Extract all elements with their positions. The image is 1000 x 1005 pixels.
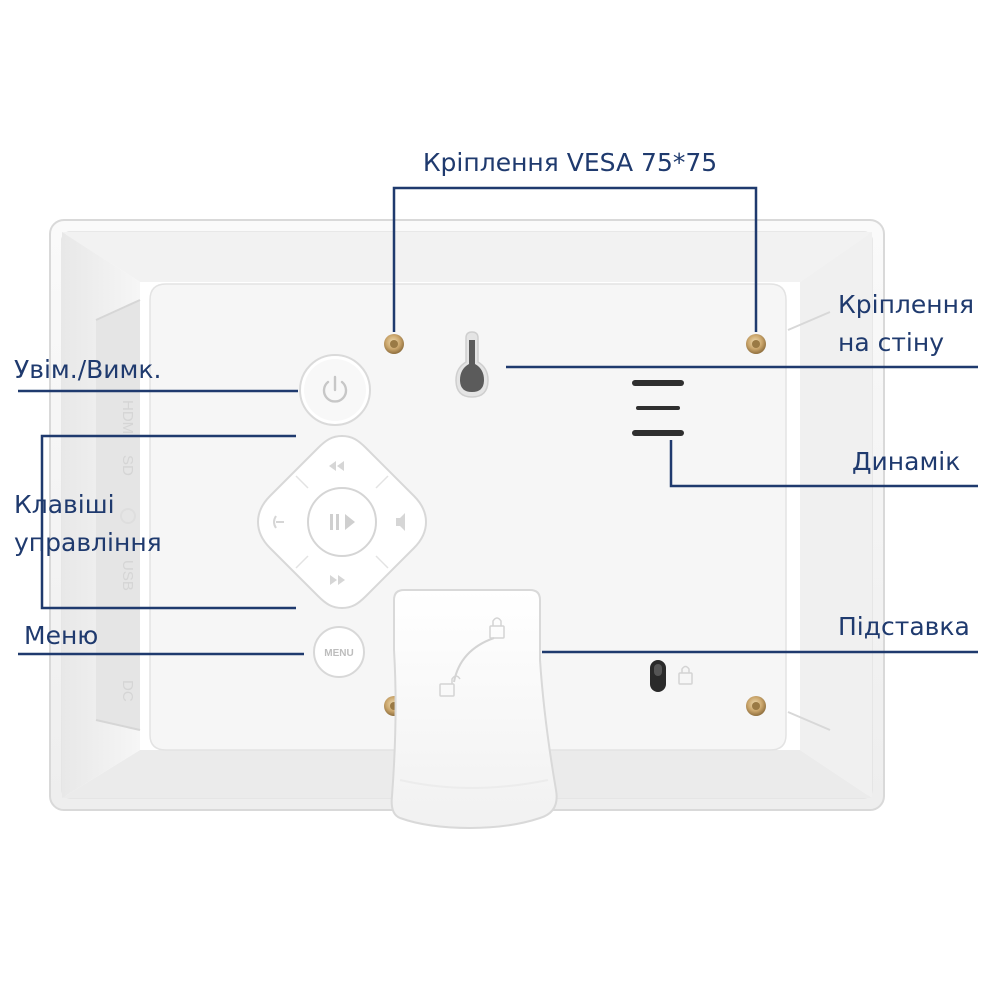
port-sd-slot [120,508,136,524]
side-port-labels: HDMI SD USB DC [119,400,136,702]
label-wall-mount-line2: на стіну [838,328,945,357]
previous-button[interactable] [329,461,344,471]
next-button[interactable] [330,575,345,585]
stand-lock-icon [489,617,505,639]
label-stand: Підставка [838,612,970,641]
callout-lines [18,186,978,656]
lock-icon [678,665,693,685]
menu-button-text: MENU [324,648,353,659]
wall-hanger-slot-icon [455,331,489,398]
port-label-dc: DC [119,680,136,702]
port-label-sd: SD [119,455,136,476]
label-menu: Меню [24,621,99,650]
callout-line-vesa [392,186,758,332]
vesa-screw-top-left [384,334,404,354]
label-vesa-mount: Кріплення VESA 75*75 [422,148,718,177]
menu-button[interactable]: MENU [313,626,365,678]
port-label-hdmi: HDMI [119,400,136,438]
power-icon [322,375,348,403]
label-wall-mount-line1: Кріплення [838,290,974,319]
port-label-usb: USB [119,560,136,591]
lock-switch[interactable] [650,660,666,692]
callout-line-control-keys [40,434,296,610]
label-power: Увім./Вимк. [14,355,162,384]
label-speaker: Динамік [852,447,961,476]
label-control-keys-line2: управління [14,528,162,557]
stand [390,589,558,830]
unlock-icon [439,675,461,697]
label-control-keys-line1: Клавіші [14,490,115,519]
callout-line-speaker [669,440,978,488]
vesa-screw-bottom-right [746,696,766,716]
speaker-grille [632,380,684,436]
play-pause-button[interactable] [307,487,377,557]
back-button[interactable] [273,515,284,529]
volume-button[interactable] [396,513,405,531]
vesa-screw-top-right [746,334,766,354]
